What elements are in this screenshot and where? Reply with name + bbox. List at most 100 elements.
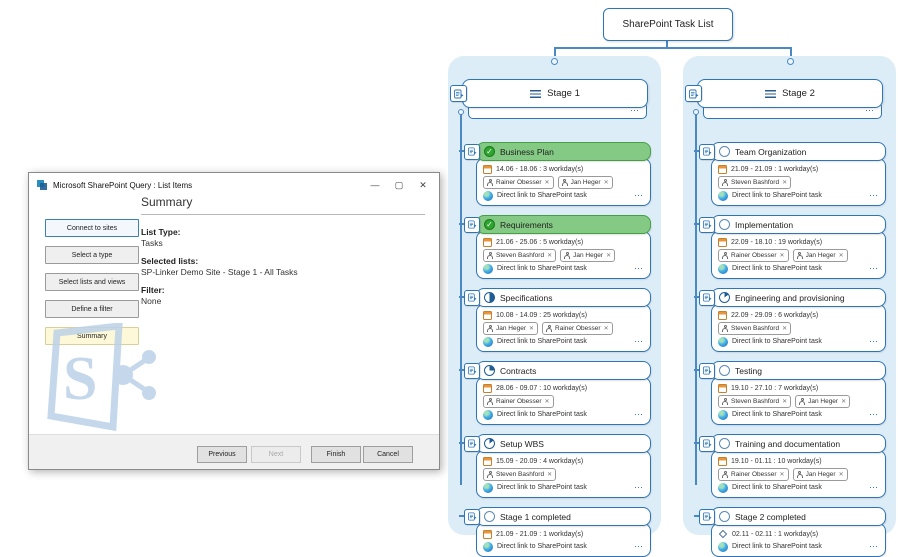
remove-assignee-icon[interactable]: ✕ bbox=[838, 252, 844, 259]
sharepoint-task-link[interactable]: Direct link to SharePoint task bbox=[497, 265, 587, 272]
assignee-chip[interactable]: Rainer Obesser✕ bbox=[718, 467, 789, 481]
task-header[interactable]: ✓ Business Plan bbox=[476, 142, 651, 161]
remove-assignee-icon[interactable]: ✕ bbox=[782, 398, 788, 405]
more-options[interactable]: ⋯ bbox=[630, 105, 640, 115]
more-options[interactable]: ⋯ bbox=[869, 482, 879, 492]
assignee-chip[interactable]: Jan Heger✕ bbox=[483, 321, 539, 335]
remove-assignee-icon[interactable]: ✕ bbox=[841, 398, 847, 405]
sharepoint-item-icon[interactable] bbox=[699, 435, 715, 452]
assignee-chip[interactable]: Jan Heger✕ bbox=[560, 248, 616, 262]
remove-assignee-icon[interactable]: ✕ bbox=[544, 179, 550, 186]
task-header[interactable]: Testing bbox=[711, 361, 886, 380]
sharepoint-task-link[interactable]: Direct link to SharePoint task bbox=[732, 411, 822, 418]
task-header[interactable]: Training and documentation bbox=[711, 434, 886, 453]
cancel-button[interactable]: Cancel bbox=[363, 446, 413, 463]
more-options[interactable]: ⋯ bbox=[634, 409, 644, 419]
minimize-button[interactable]: — bbox=[370, 180, 380, 190]
more-options[interactable]: ⋯ bbox=[869, 336, 879, 346]
more-options[interactable]: ⋯ bbox=[634, 190, 644, 200]
sharepoint-item-icon[interactable] bbox=[699, 216, 715, 233]
remove-assignee-icon[interactable]: ✕ bbox=[547, 252, 553, 259]
assignee-chip[interactable]: Steven Bashford✕ bbox=[718, 175, 792, 189]
more-options[interactable]: ⋯ bbox=[869, 190, 879, 200]
more-options[interactable]: ⋯ bbox=[634, 263, 644, 273]
more-options[interactable]: ⋯ bbox=[634, 482, 644, 492]
remove-assignee-icon[interactable]: ✕ bbox=[544, 398, 550, 405]
stage-topic[interactable]: Stage 1 bbox=[462, 79, 648, 108]
sharepoint-item-icon[interactable] bbox=[699, 362, 715, 379]
sharepoint-item-icon[interactable] bbox=[699, 289, 715, 306]
assignee-chip[interactable]: Steven Bashford✕ bbox=[718, 394, 792, 408]
task-header[interactable]: Team Organization bbox=[711, 142, 886, 161]
sharepoint-task-link[interactable]: Direct link to SharePoint task bbox=[497, 192, 587, 199]
assignee-chip[interactable]: Jan Heger✕ bbox=[557, 175, 613, 189]
sharepoint-task-link[interactable]: Direct link to SharePoint task bbox=[497, 338, 587, 345]
sharepoint-item-icon[interactable] bbox=[464, 362, 480, 379]
remove-assignee-icon[interactable]: ✕ bbox=[838, 471, 844, 478]
task-link-row: Direct link to SharePoint task ⋯ bbox=[718, 336, 879, 347]
task-header[interactable]: Contracts bbox=[476, 361, 651, 380]
nav-select-a-type[interactable]: Select a type bbox=[45, 246, 139, 264]
remove-assignee-icon[interactable]: ✕ bbox=[603, 325, 609, 332]
finish-button[interactable]: Finish bbox=[311, 446, 361, 463]
assignee-chip[interactable]: Rainer Obesser✕ bbox=[542, 321, 613, 335]
assignee-chip[interactable]: Jan Heger✕ bbox=[792, 467, 848, 481]
remove-assignee-icon[interactable]: ✕ bbox=[603, 179, 609, 186]
sharepoint-task-link[interactable]: Direct link to SharePoint task bbox=[732, 192, 822, 199]
more-options[interactable]: ⋯ bbox=[634, 336, 644, 346]
nav-connect-to-sites[interactable]: Connect to sites bbox=[45, 219, 139, 237]
assignee-chip[interactable]: Rainer Obesser✕ bbox=[483, 175, 554, 189]
more-options[interactable]: ⋯ bbox=[865, 105, 875, 115]
svg-text:S: S bbox=[63, 345, 97, 413]
maximize-button[interactable]: ▢ bbox=[394, 180, 404, 190]
sharepoint-task-link[interactable]: Direct link to SharePoint task bbox=[732, 338, 822, 345]
sharepoint-task-link[interactable]: Direct link to SharePoint task bbox=[497, 484, 587, 491]
task-header[interactable]: Stage 2 completed bbox=[711, 507, 886, 526]
assignee-chip[interactable]: Steven Bashford✕ bbox=[483, 248, 557, 262]
sharepoint-item-icon[interactable] bbox=[464, 216, 480, 233]
close-button[interactable]: ✕ bbox=[419, 180, 427, 190]
sharepoint-task-link[interactable]: Direct link to SharePoint task bbox=[497, 411, 587, 418]
previous-button[interactable]: Previous bbox=[197, 446, 247, 463]
sharepoint-task-link[interactable]: Direct link to SharePoint task bbox=[732, 484, 822, 491]
sharepoint-list-icon[interactable] bbox=[450, 85, 467, 102]
remove-assignee-icon[interactable]: ✕ bbox=[782, 325, 788, 332]
remove-assignee-icon[interactable]: ✕ bbox=[606, 252, 612, 259]
task-header[interactable]: Setup WBS bbox=[476, 434, 651, 453]
sharepoint-item-icon[interactable] bbox=[464, 143, 480, 160]
more-options[interactable]: ⋯ bbox=[869, 263, 879, 273]
task-header[interactable]: ✓ Requirements bbox=[476, 215, 651, 234]
assignee-chip[interactable]: Steven Bashford✕ bbox=[483, 467, 557, 481]
more-options[interactable]: ⋯ bbox=[634, 541, 644, 551]
remove-assignee-icon[interactable]: ✕ bbox=[782, 179, 788, 186]
task-header[interactable]: Engineering and provisioning bbox=[711, 288, 886, 307]
dialog-title-bar[interactable]: Microsoft SharePoint Query : List Items … bbox=[29, 173, 439, 197]
sharepoint-list-icon[interactable] bbox=[685, 85, 702, 102]
sharepoint-item-icon[interactable] bbox=[464, 508, 480, 525]
task-header[interactable]: Implementation bbox=[711, 215, 886, 234]
sharepoint-item-icon[interactable] bbox=[464, 289, 480, 306]
sharepoint-item-icon[interactable] bbox=[464, 435, 480, 452]
sharepoint-item-icon[interactable] bbox=[699, 143, 715, 160]
root-topic[interactable]: SharePoint Task List bbox=[603, 8, 733, 41]
assignee-chip[interactable]: Rainer Obesser✕ bbox=[483, 394, 554, 408]
remove-assignee-icon[interactable]: ✕ bbox=[779, 471, 785, 478]
remove-assignee-icon[interactable]: ✕ bbox=[529, 325, 535, 332]
sharepoint-task-link[interactable]: Direct link to SharePoint task bbox=[732, 265, 822, 272]
task-header[interactable]: Specifications bbox=[476, 288, 651, 307]
assignee-chip[interactable]: Jan Heger✕ bbox=[792, 248, 848, 262]
sharepoint-task-link[interactable]: Direct link to SharePoint task bbox=[497, 543, 587, 550]
assignee-chip[interactable]: Rainer Obesser✕ bbox=[718, 248, 789, 262]
nav-select-lists-and-views[interactable]: Select lists and views bbox=[45, 273, 139, 291]
remove-assignee-icon[interactable]: ✕ bbox=[547, 471, 553, 478]
remove-assignee-icon[interactable]: ✕ bbox=[779, 252, 785, 259]
task-header[interactable]: Stage 1 completed bbox=[476, 507, 651, 526]
stage-topic[interactable]: Stage 2 bbox=[697, 79, 883, 108]
more-options[interactable]: ⋯ bbox=[869, 541, 879, 551]
sharepoint-task-link[interactable]: Direct link to SharePoint task bbox=[732, 543, 822, 550]
more-options[interactable]: ⋯ bbox=[869, 409, 879, 419]
nav-define-a-filter[interactable]: Define a filter bbox=[45, 300, 139, 318]
assignee-chip[interactable]: Jan Heger✕ bbox=[795, 394, 851, 408]
sharepoint-item-icon[interactable] bbox=[699, 508, 715, 525]
assignee-chip[interactable]: Steven Bashford✕ bbox=[718, 321, 792, 335]
